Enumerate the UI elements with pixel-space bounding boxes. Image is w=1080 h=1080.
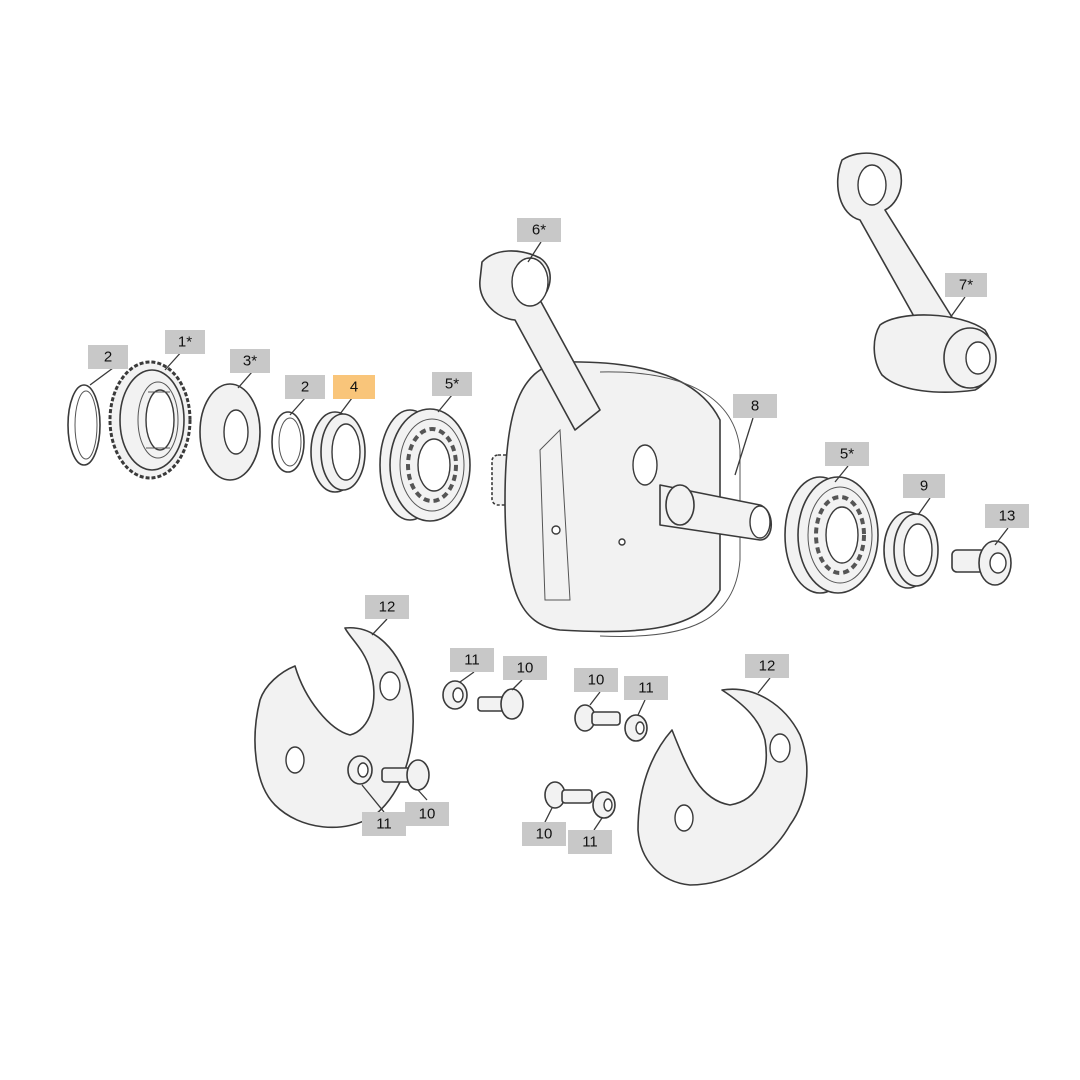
counterweight-part-12-left[interactable] bbox=[254, 627, 414, 829]
callout-c-9[interactable]: 9 bbox=[903, 474, 945, 498]
svg-text:11: 11 bbox=[582, 834, 598, 851]
callout-c-6[interactable]: 6* bbox=[517, 218, 561, 242]
callout-c-7[interactable]: 7* bbox=[945, 273, 987, 297]
svg-text:2: 2 bbox=[301, 379, 309, 396]
callout-c-5b[interactable]: 5* bbox=[825, 442, 869, 466]
oil-seal-part-9[interactable] bbox=[883, 511, 939, 589]
screw-part-10-c[interactable] bbox=[574, 704, 621, 732]
svg-text:12: 12 bbox=[379, 599, 396, 616]
callout-c-11b[interactable]: 11 bbox=[624, 676, 668, 700]
callout-c-10b[interactable]: 10 bbox=[574, 668, 618, 692]
screw-part-10-b[interactable] bbox=[381, 759, 430, 791]
screw-part-10-d[interactable] bbox=[544, 781, 593, 809]
connecting-rod-part-7[interactable] bbox=[836, 152, 997, 393]
bearing-part-5-right[interactable] bbox=[784, 476, 879, 594]
callout-c-8[interactable]: 8 bbox=[733, 394, 777, 418]
callout-c-13[interactable]: 13 bbox=[985, 504, 1029, 528]
svg-text:8: 8 bbox=[751, 398, 759, 415]
bushing-part-11-b[interactable] bbox=[347, 755, 373, 785]
svg-text:9: 9 bbox=[920, 478, 928, 495]
svg-text:5*: 5* bbox=[840, 446, 854, 463]
svg-text:2: 2 bbox=[104, 349, 112, 366]
screw-part-13[interactable] bbox=[951, 540, 1012, 586]
svg-text:11: 11 bbox=[376, 816, 392, 833]
circlip-part-2-left[interactable] bbox=[67, 384, 101, 466]
gear-part-1[interactable] bbox=[108, 360, 192, 480]
leader-lines bbox=[89, 241, 1009, 831]
callout-c-12b[interactable]: 12 bbox=[745, 654, 789, 678]
svg-text:6*: 6* bbox=[532, 222, 546, 239]
svg-text:7*: 7* bbox=[959, 277, 973, 294]
bushing-part-11-a[interactable] bbox=[442, 680, 468, 710]
svg-text:10: 10 bbox=[419, 806, 436, 823]
callout-c-11a[interactable]: 11 bbox=[450, 648, 494, 672]
bushing-part-11-c[interactable] bbox=[624, 714, 648, 742]
svg-text:4: 4 bbox=[350, 379, 358, 396]
svg-text:3*: 3* bbox=[243, 353, 257, 370]
bushing-part-11-d[interactable] bbox=[592, 791, 616, 819]
bearing-part-5-left[interactable] bbox=[379, 408, 471, 522]
svg-text:10: 10 bbox=[588, 672, 605, 689]
washer-part-3[interactable] bbox=[199, 383, 261, 481]
svg-text:10: 10 bbox=[536, 826, 553, 843]
callout-c-11c[interactable]: 11 bbox=[362, 812, 406, 836]
circlip-part-2-right[interactable] bbox=[271, 411, 305, 473]
svg-text:11: 11 bbox=[638, 680, 654, 697]
svg-text:1*: 1* bbox=[178, 334, 192, 351]
callout-c-12a[interactable]: 12 bbox=[365, 595, 409, 619]
callout-c-2b[interactable]: 2 bbox=[285, 375, 325, 399]
svg-text:10: 10 bbox=[517, 660, 534, 677]
crankshaft-assembly[interactable] bbox=[479, 250, 773, 637]
callout-c-10a[interactable]: 10 bbox=[503, 656, 547, 680]
callout-c-11d[interactable]: 11 bbox=[568, 830, 612, 854]
callout-c-10d[interactable]: 10 bbox=[522, 822, 566, 846]
svg-text:12: 12 bbox=[759, 658, 776, 675]
screw-part-10-a[interactable] bbox=[477, 688, 524, 720]
callout-c-2a[interactable]: 2 bbox=[88, 345, 128, 369]
counterweight-part-12-right[interactable] bbox=[637, 688, 808, 886]
callout-c-3[interactable]: 3* bbox=[230, 349, 270, 373]
svg-text:5*: 5* bbox=[445, 376, 459, 393]
svg-text:11: 11 bbox=[464, 652, 480, 669]
callout-c-4[interactable]: 4 bbox=[333, 375, 375, 399]
callout-c-5a[interactable]: 5* bbox=[432, 372, 472, 396]
callout-c-1[interactable]: 1* bbox=[165, 330, 205, 354]
callout-c-10c[interactable]: 10 bbox=[405, 802, 449, 826]
oil-seal-part-4[interactable] bbox=[310, 411, 366, 493]
svg-text:13: 13 bbox=[999, 508, 1016, 525]
